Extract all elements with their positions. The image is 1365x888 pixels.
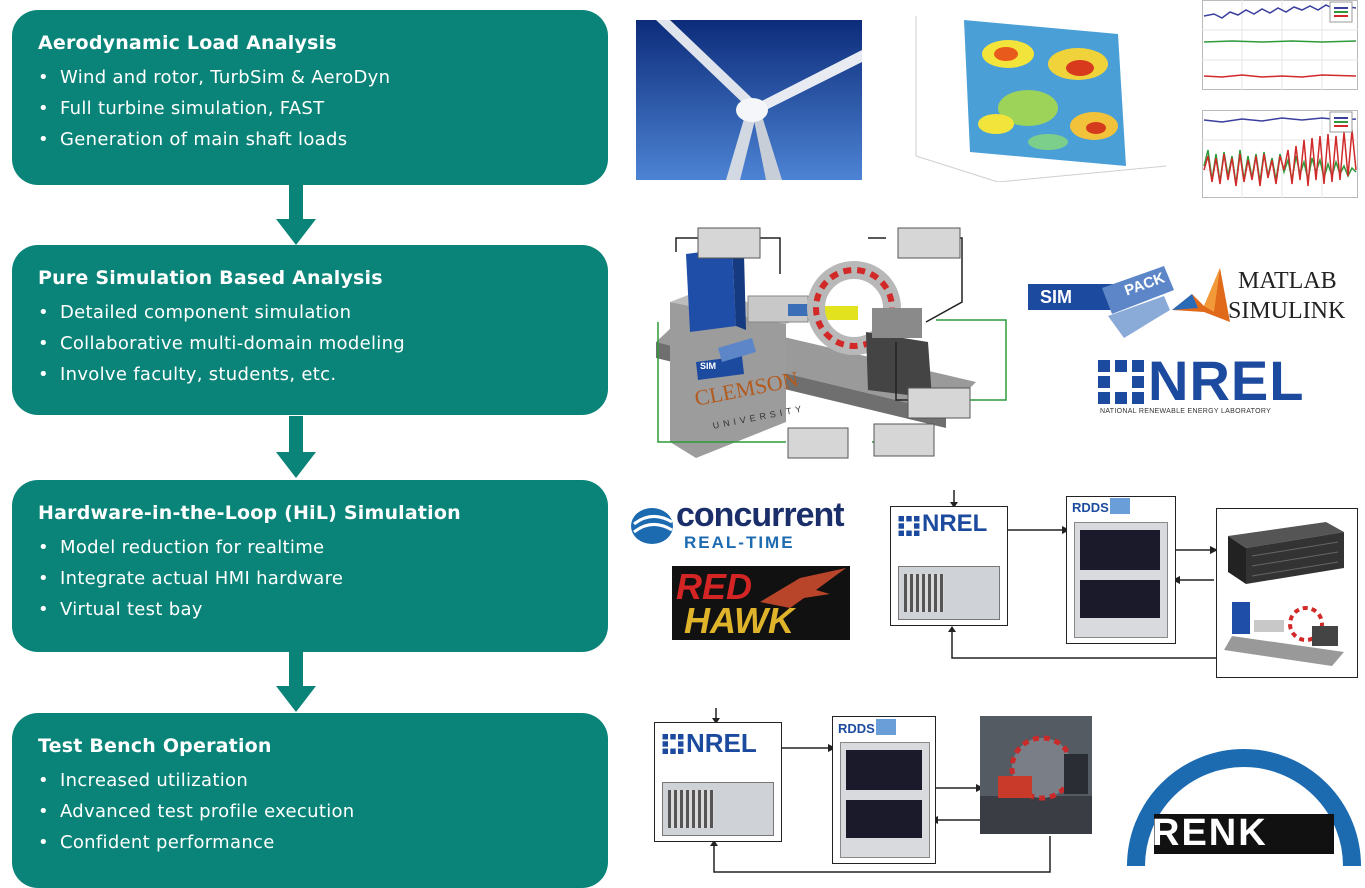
stage-title: Aerodynamic Load Analysis [38,32,337,54]
rdds-label: RDDS [838,721,875,736]
stage-bullet: Advanced test profile execution [38,796,582,827]
nrel-small-logo-icon [898,516,920,536]
rdds-rack-upper [846,750,922,790]
nrel-small-logo-icon [662,734,684,754]
rdds-rack-upper [1080,530,1160,570]
stage-title: Pure Simulation Based Analysis [38,267,383,289]
rdds-rack-lower [846,800,922,838]
down-arrow-icon [276,650,316,712]
down-arrow-icon [276,183,316,245]
realtime-label: REAL-TIME [684,533,795,552]
stage-bullet: Detailed component simulation [38,297,582,328]
simpack-sim-label: SIM [1040,287,1073,307]
stage-bullet: Wind and rotor, TurbSim & AeroDyn [38,62,582,93]
simpack-small-label: SIM [700,361,717,371]
nrel-small-label: NREL [686,728,757,758]
stage-bullet-list: Wind and rotor, TurbSim & AeroDyn Full t… [38,62,582,155]
rdds-logo-badge [876,719,896,735]
rdds-label: RDDS [1072,500,1109,515]
renk-label: RENK [1152,812,1268,854]
pxi-modules [904,574,944,612]
stage-bullet: Confident performance [38,827,582,858]
nrel-logo-icon [1098,360,1144,404]
red-label: RED [676,566,753,607]
stage-bullet-list: Model reduction for realtime Integrate a… [38,532,582,625]
stage-bullet-list: Detailed component simulation Collaborat… [38,297,582,390]
hawk-label: HAWK [684,600,794,641]
nrel-subtitle: NATIONAL RENEWABLE ENERGY LABORATORY [1100,408,1272,415]
renk-arch-icon [1127,749,1361,866]
stage-pure-simulation-based-analysis: Pure Simulation Based Analysis Detailed … [12,245,608,415]
stage-bullet: Increased utilization [38,765,582,796]
rdds-logo-badge [1110,498,1130,514]
nrel-small-label: NREL [922,510,988,537]
stage-bullet: Generation of main shaft loads [38,124,582,155]
concurrent-label: concurrent [676,496,845,534]
stage-hardware-in-the-loop: Hardware-in-the-Loop (HiL) Simulation Mo… [12,480,608,652]
pxi-modules [668,790,714,828]
stage-test-bench-operation: Test Bench Operation Increased utilizati… [12,713,608,888]
stage-bullet: Full turbine simulation, FAST [38,93,582,124]
nrel-label: NREL [1148,349,1305,412]
matlab-membrane-icon [1172,268,1230,322]
physical-test-bench-photo [980,716,1092,834]
concurrent-swoosh-icon [631,508,673,544]
matlab-label: MATLAB [1238,268,1337,294]
virtual-test-bench-icon [1224,602,1344,666]
rdds-rack-lower [1080,580,1160,618]
time-series-plot-1 [1202,0,1358,90]
stage-bullet: Model reduction for realtime [38,532,582,563]
stage-aerodynamic-load-analysis: Aerodynamic Load Analysis Wind and rotor… [12,10,608,185]
wind-turbine-photo [636,20,862,180]
down-arrow-icon [276,416,316,478]
stage-bullet: Integrate actual HMI hardware [38,563,582,594]
stage-bullet: Virtual test bay [38,594,582,625]
test-bench-simulation-model [656,227,1007,459]
realtime-server-icon [1228,522,1344,584]
simpack-logo [1028,266,1174,338]
stage-bullet: Involve faculty, students, etc. [38,359,582,390]
turbulent-wind-field-plot [915,16,1167,182]
stage-title: Hardware-in-the-Loop (HiL) Simulation [38,502,461,524]
hawk-icon [760,568,846,608]
simulink-label: SIMULINK [1228,298,1346,324]
stage-bullet: Collaborative multi-domain modeling [38,328,582,359]
stage-bullet-list: Increased utilization Advanced test prof… [38,765,582,858]
time-series-plot-2 [1202,110,1358,198]
test-bench-connection-lines [710,708,1051,873]
stage-title: Test Bench Operation [38,735,272,757]
